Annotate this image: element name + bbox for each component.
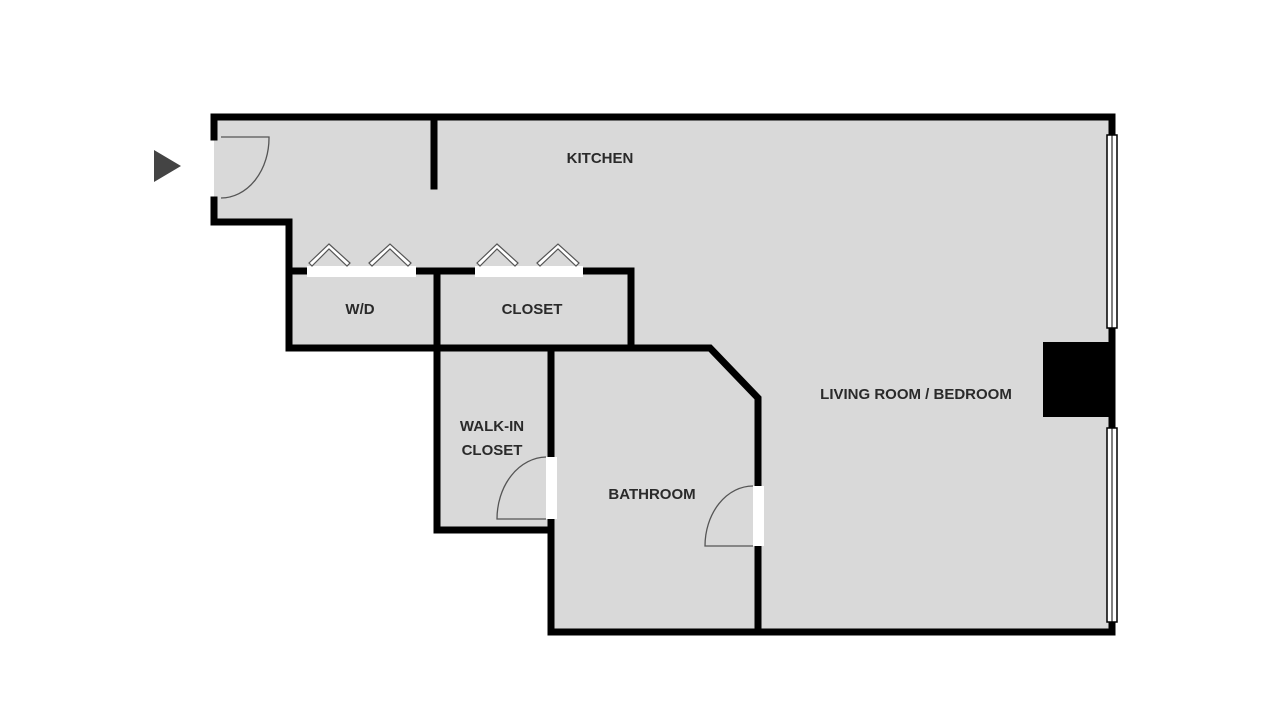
room-label-walkin-2: CLOSET [462,442,523,459]
room-label-wd: W/D [345,301,374,318]
bathroom-door-opening [753,486,764,546]
room-label-living: LIVING ROOM / BEDROOM [820,386,1012,403]
walkin-door-opening [546,457,557,519]
entry-door-swing-icon [220,136,270,199]
wd-bifold-opening [307,266,416,277]
room-label-closet: CLOSET [502,301,563,318]
bathroom-door-swing-icon [704,485,754,547]
bifold-door-icons [308,243,580,267]
floor-area [214,117,1112,632]
room-label-bathroom: BATHROOM [608,486,695,503]
walkin-door-swing-icon [496,456,547,520]
closet-bifold-opening [475,266,583,277]
room-label-walkin-1: WALK-IN [460,418,524,435]
entry-arrow-icon [154,150,181,182]
column-block [1043,342,1115,417]
room-label-kitchen: KITCHEN [567,150,634,167]
